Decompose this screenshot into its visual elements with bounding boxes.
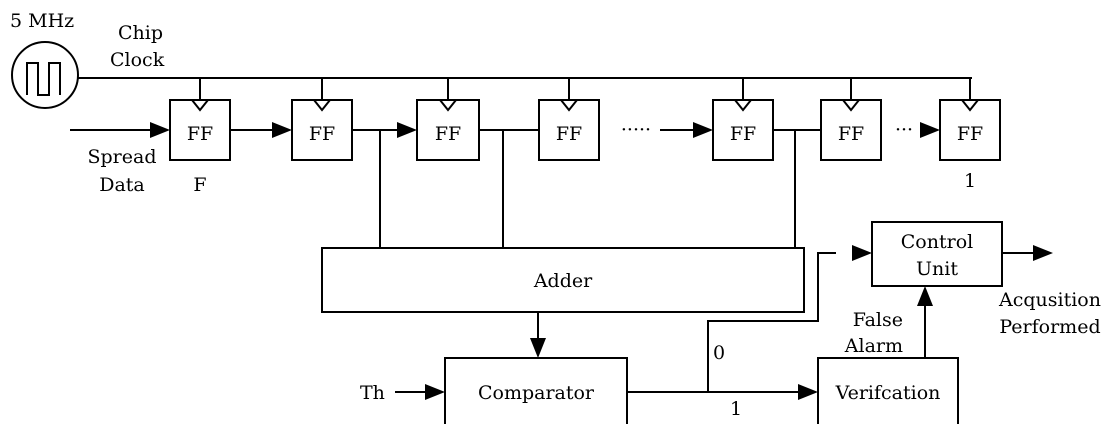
adder-block: Adder: [321, 247, 805, 313]
clock-bus: [78, 77, 972, 100]
last-ff-index: 1: [964, 170, 976, 192]
ff-cell: FF: [169, 99, 231, 161]
ff-cell: FF: [538, 99, 600, 161]
false-alarm-label-false: False: [853, 309, 903, 331]
ff-cell: FF: [712, 99, 774, 161]
branch-zero-label: 0: [713, 342, 725, 364]
adder-label: Adder: [533, 270, 593, 292]
clock-label-chip: Chip: [118, 22, 163, 44]
clock-label-clock: Clock: [110, 49, 165, 71]
input-label-spread: Spread: [88, 146, 157, 168]
ff-cell: FF: [820, 99, 882, 161]
branch-one-label: 1: [730, 398, 742, 420]
shift-connections: [70, 122, 940, 138]
square-wave-icon: [26, 62, 61, 96]
ff-cell-label: FF: [957, 123, 983, 145]
ff-cell-label: FF: [435, 123, 461, 145]
ff-cell-label: FF: [187, 123, 213, 145]
clock-circle: [11, 41, 79, 109]
ff-cell: FF: [939, 99, 1001, 161]
ellipsis-short: ···: [895, 119, 913, 141]
clock-frequency-label: 5 MHz: [10, 10, 74, 32]
ff-cell: FF: [416, 99, 480, 161]
first-ff-index: F: [193, 174, 206, 196]
clock-source: [11, 41, 79, 109]
output-arrow: [1002, 245, 1053, 261]
verification-block: Verifcation: [817, 357, 959, 424]
ff-cell-label: FF: [556, 123, 582, 145]
verification-label: Verifcation: [835, 382, 941, 404]
ff-cell: FF: [291, 99, 353, 161]
ff-cell-label: FF: [838, 123, 864, 145]
ff-cell-label: FF: [730, 123, 756, 145]
false-alarm-label-alarm: Alarm: [844, 335, 903, 357]
ellipsis-long: ·····: [621, 119, 651, 141]
output-label-acquisition: Acqusition: [998, 289, 1101, 311]
threshold-label: Th: [360, 382, 385, 404]
adder-to-comparator: [530, 312, 546, 358]
control-unit-label-unit: Unit: [916, 258, 958, 280]
adder-taps: [379, 130, 796, 248]
comparator-label: Comparator: [478, 382, 595, 404]
false-alarm-arrow: [917, 286, 933, 358]
output-label-performed: Performed: [999, 316, 1100, 338]
control-unit-label-control: Control: [901, 231, 973, 253]
comparator-outputs: [627, 245, 872, 400]
comparator-block: Comparator: [444, 357, 628, 424]
control-unit-block: Control Unit: [871, 221, 1003, 287]
ff-cell-label: FF: [309, 123, 335, 145]
threshold-arrow: [395, 384, 445, 400]
input-label-data: Data: [99, 174, 145, 196]
